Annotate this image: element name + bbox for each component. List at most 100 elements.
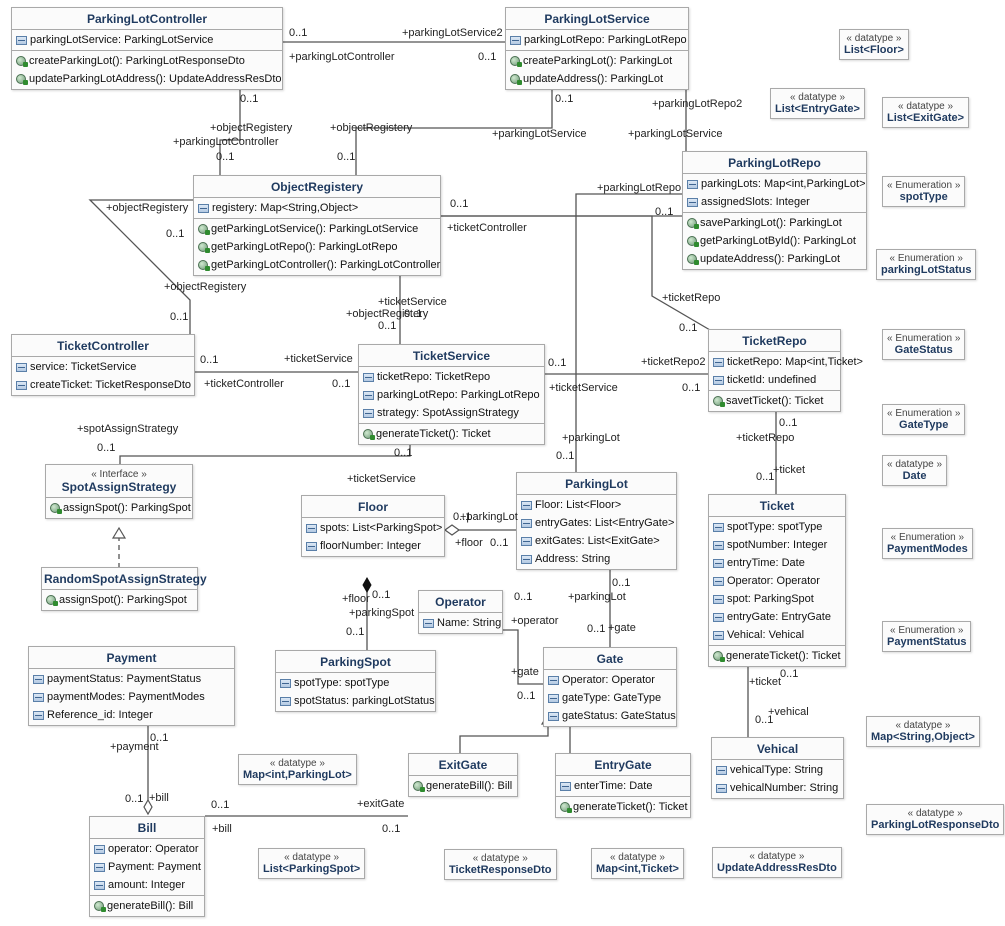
attribute-row[interactable]: gateStatus: GateStatus	[544, 707, 676, 725]
attribute-row[interactable]: parkingLots: Map<int,ParkingLot>	[683, 175, 866, 193]
datatype-box[interactable]: « datatype »TicketResponseDto	[444, 849, 557, 880]
operation-row[interactable]: assignSpot(): ParkingSpot	[46, 499, 192, 517]
operation-row[interactable]: generateTicket(): Ticket	[709, 647, 845, 665]
operation-row[interactable]: getParkingLotController(): ParkingLotCon…	[194, 256, 440, 274]
operation-row[interactable]: assignSpot(): ParkingSpot	[42, 591, 197, 609]
attribute-row[interactable]: Address: String	[517, 550, 676, 568]
datatype-box[interactable]: « datatype »List<Floor>	[839, 29, 909, 60]
attribute-row[interactable]: spot: ParkingSpot	[709, 590, 845, 608]
operation-row[interactable]: getParkingLotById(): ParkingLot	[683, 232, 866, 250]
attribute-row[interactable]: ticketRepo: TicketRepo	[359, 368, 544, 386]
datatype-box[interactable]: « Enumeration »parkingLotStatus	[876, 249, 977, 280]
operation-row[interactable]: updateParkingLotAddress(): UpdateAddress…	[12, 70, 282, 88]
attribute-row[interactable]: Reference_id: Integer	[29, 706, 234, 724]
operation-row[interactable]: getParkingLotService(): ParkingLotServic…	[194, 220, 440, 238]
attribute-row[interactable]: spotType: spotType	[276, 674, 435, 692]
attribute-row[interactable]: service: TicketService	[12, 358, 194, 376]
datatype-box[interactable]: « Enumeration »PaymentModes	[882, 528, 973, 559]
attribute-row[interactable]: spotStatus: parkingLotStatus	[276, 692, 435, 710]
datatype-box[interactable]: « Enumeration »GateStatus	[882, 329, 966, 360]
attribute-row[interactable]: operator: Operator	[90, 840, 204, 858]
operation-row[interactable]: updateAddress(): ParkingLot	[506, 70, 688, 88]
attribute-icon	[94, 862, 105, 872]
datatype-box[interactable]: « datatype »List<ParkingSpot>	[258, 848, 366, 879]
attribute-row[interactable]: paymentStatus: PaymentStatus	[29, 670, 234, 688]
attribute-row[interactable]: exitGates: List<ExitGate>	[517, 532, 676, 550]
datatype-box[interactable]: « datatype »Date	[882, 455, 948, 486]
attribute-row[interactable]: Operator: Operator	[544, 671, 676, 689]
attribute-row[interactable]: ticketRepo: Map<int,Ticket>	[709, 353, 863, 371]
datatype-box[interactable]: « datatype »Map<String,Object>	[866, 716, 980, 747]
operation-row[interactable]: updateAddress(): ParkingLot	[683, 250, 866, 268]
attribute-row[interactable]: parkingLotRepo: ParkingLotRepo	[506, 31, 688, 49]
operation-row[interactable]: savetTicket(): Ticket	[709, 392, 840, 410]
attribute-row[interactable]: assignedSlots: Integer	[683, 193, 866, 211]
attribute-row[interactable]: entryGate: EntryGate	[709, 608, 845, 626]
datatype-box[interactable]: « datatype »Map<int,Ticket>	[591, 848, 684, 879]
attribute-row[interactable]: entryTime: Date	[709, 554, 845, 572]
operation-row[interactable]: generateTicket(): Ticket	[359, 425, 544, 443]
attribute-row[interactable]: spotNumber: Integer	[709, 536, 845, 554]
attribute-icon	[423, 618, 434, 628]
attribute-row[interactable]: createTicket: TicketResponseDto	[12, 376, 194, 394]
attribute-row[interactable]: enterTime: Date	[556, 777, 690, 795]
datatype-box[interactable]: « Enumeration »GateType	[882, 404, 966, 435]
role-label: +bill	[212, 823, 232, 835]
attribute-row[interactable]: Operator: Operator	[709, 572, 845, 590]
attribute-row[interactable]: spotType: spotType	[709, 518, 845, 536]
datatype-box[interactable]: « datatype »Map<int,ParkingLot>	[238, 754, 357, 785]
datatype-box[interactable]: « datatype »ParkingLotResponseDto	[866, 804, 1005, 835]
operation-row[interactable]: getParkingLotRepo(): ParkingLotRepo	[194, 238, 440, 256]
operation-row[interactable]: generateTicket(): Ticket	[556, 798, 690, 816]
datatype-box[interactable]: « datatype »UpdateAddressResDto	[712, 847, 842, 878]
datatype-box[interactable]: « datatype »List<EntryGate>	[770, 88, 865, 119]
attribute-row[interactable]: registery: Map<String,Object>	[194, 199, 440, 217]
attribute-row[interactable]: parkingLotService: ParkingLotService	[12, 31, 282, 49]
operation-row[interactable]: saveParkingLot(): ParkingLot	[683, 214, 866, 232]
attribute-row[interactable]: vehicalNumber: String	[712, 779, 843, 797]
attribute-row[interactable]: paymentModes: PaymentModes	[29, 688, 234, 706]
operation-row[interactable]: generateBill(): Bill	[409, 777, 517, 795]
attribute-row[interactable]: Floor: List<Floor>	[517, 496, 676, 514]
attribute-row[interactable]: Name: String	[419, 614, 502, 632]
attribute-row[interactable]: spots: List<ParkingSpot>	[302, 519, 444, 537]
attribute-row[interactable]: Vehical: Vehical	[709, 626, 845, 644]
attribute-row[interactable]: vehicalType: String	[712, 761, 843, 779]
attribute-row[interactable]: amount: Integer	[90, 876, 204, 894]
attribute-row[interactable]: parkingLotRepo: ParkingLotRepo	[359, 386, 544, 404]
operation-row[interactable]: createParkingLot(): ParkingLot	[506, 52, 688, 70]
attribute-row[interactable]: gateType: GateType	[544, 689, 676, 707]
datatype-box[interactable]: « datatype »List<ExitGate>	[882, 97, 970, 128]
attribute-row[interactable]: Payment: Payment	[90, 858, 204, 876]
operation-row[interactable]: generateBill(): Bill	[90, 897, 204, 915]
operation-text: getParkingLotService(): ParkingLotServic…	[211, 223, 419, 235]
datatype-name: List<EntryGate>	[775, 103, 860, 115]
attribute-row[interactable]: floorNumber: Integer	[302, 537, 444, 555]
operation-row[interactable]: createParkingLot(): ParkingLotResponseDt…	[12, 52, 282, 70]
datatype-box[interactable]: « Enumeration »PaymentStatus	[882, 621, 972, 652]
attribute-row[interactable]: strategy: SpotAssignStrategy	[359, 404, 544, 422]
attribute-row[interactable]: ticketId: undefined	[709, 371, 840, 389]
attribute-row[interactable]: entryGates: List<EntryGate>	[517, 514, 676, 532]
datatype-box[interactable]: « Enumeration »spotType	[882, 176, 966, 207]
